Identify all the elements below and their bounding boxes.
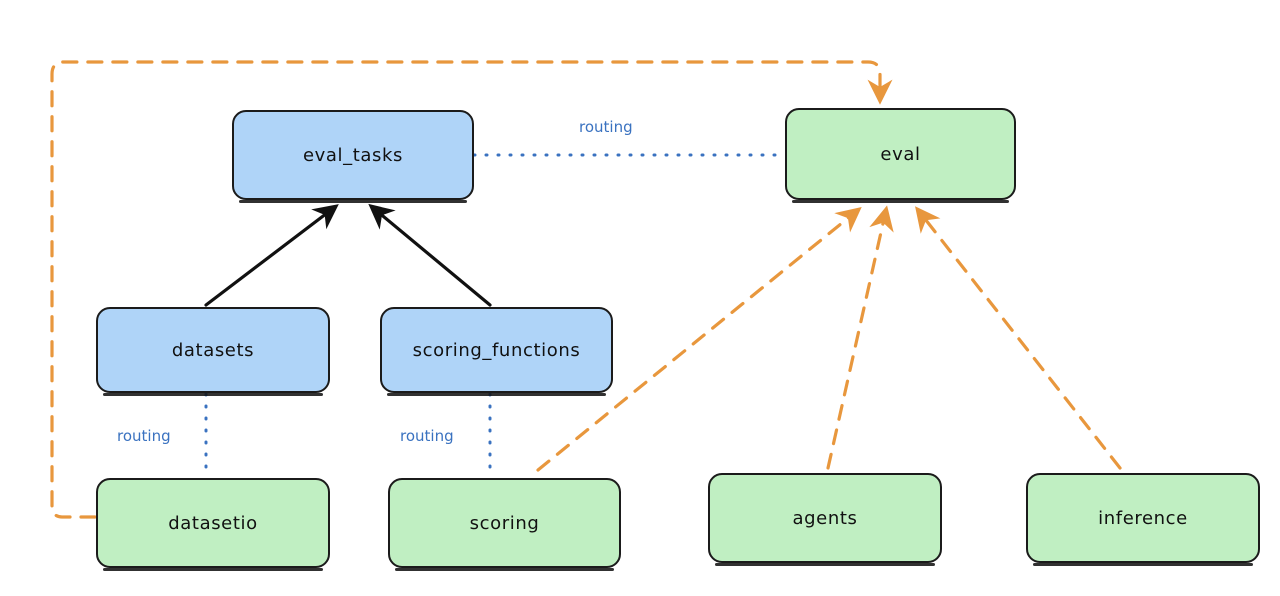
edge-inference-to-eval [915,206,1122,470]
node-label-scoring-functions: scoring_functions [412,339,581,361]
edge-datasetio-to-eval [50,60,893,519]
node-datasets[interactable]: datasets [96,307,330,396]
node-label-eval: eval [880,143,921,165]
node-label-datasetio: datasetio [168,512,258,534]
node-inference[interactable]: inference [1026,473,1260,566]
edge-datasets-to-eval-tasks [204,204,339,307]
node-label-agents: agents [792,507,858,529]
edge-scoring-functions-to-eval-tasks [368,203,492,307]
node-label-inference: inference [1098,507,1188,529]
node-label-datasets: datasets [171,339,255,361]
edge-label-routing-scoring-functions-scoring: routing [400,427,454,445]
node-scoring-functions[interactable]: scoring_functions [380,307,613,396]
edge-agents-to-eval [826,205,894,470]
node-label-eval-tasks: eval_tasks [302,144,404,166]
node-label-scoring: scoring [469,512,540,534]
node-eval[interactable]: eval [785,108,1016,203]
node-datasetio[interactable]: datasetio [96,478,330,571]
node-eval-tasks[interactable]: eval_tasks [232,110,474,203]
edge-label-routing-datasets-datasetio: routing [117,427,171,445]
edge-label-routing-eval-tasks-eval: routing [579,118,633,136]
edge-scoring-to-eval [536,206,862,472]
node-scoring[interactable]: scoring [388,478,621,571]
node-agents[interactable]: agents [708,473,942,566]
